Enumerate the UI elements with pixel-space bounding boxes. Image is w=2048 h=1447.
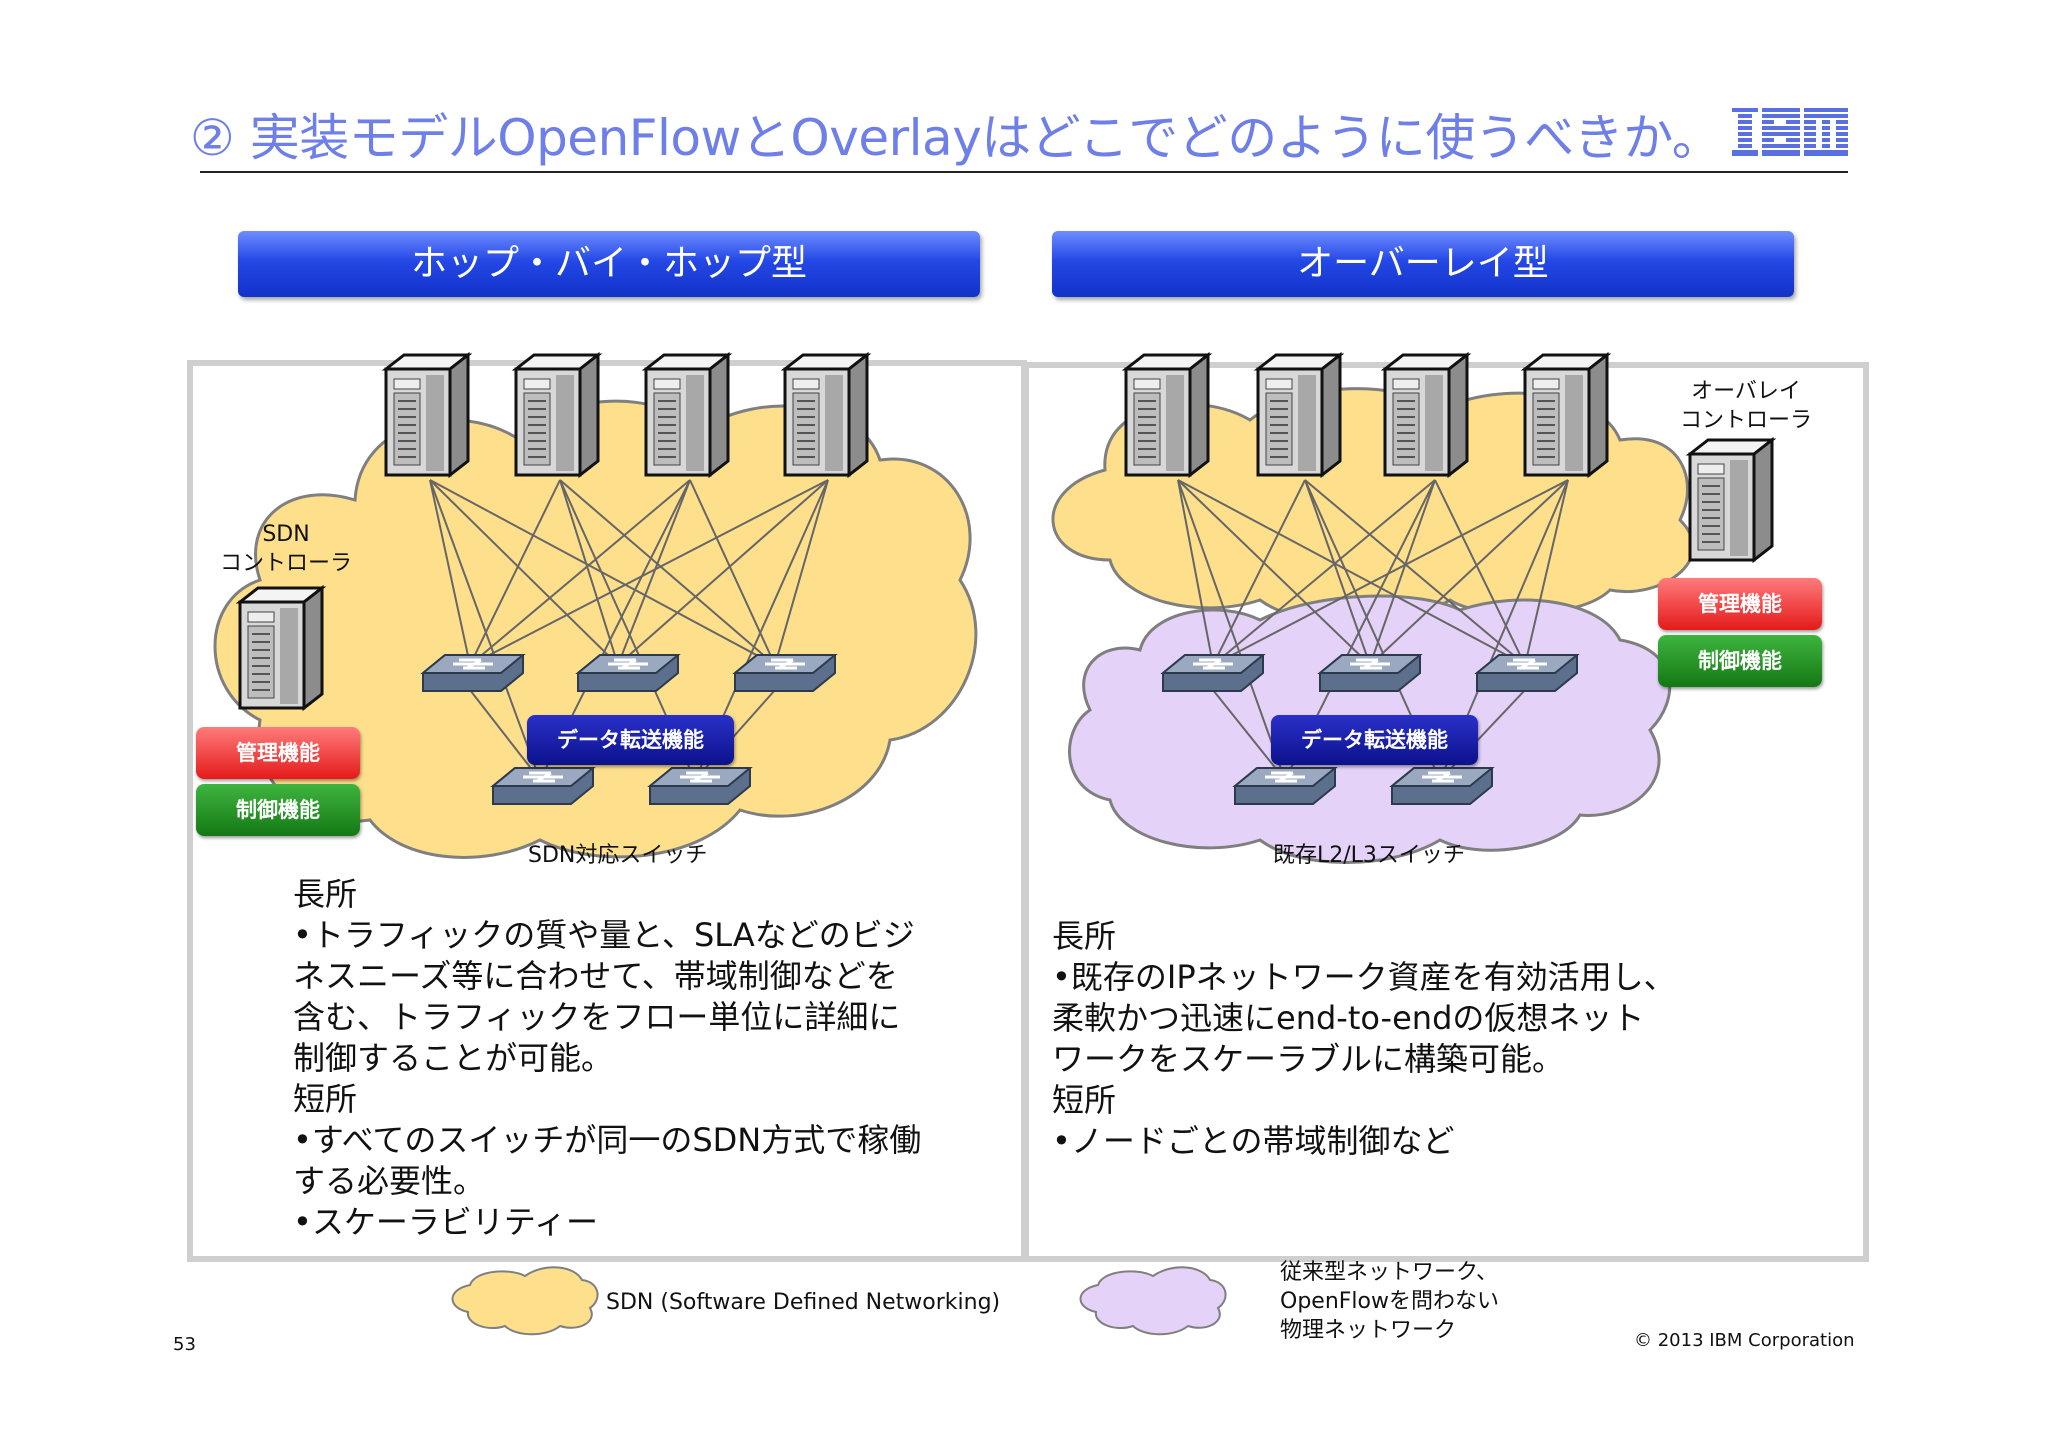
sdn-switch-label: SDN対応スイッチ: [528, 843, 708, 868]
overlay-controller-label: オーバレイ コントローラ: [1680, 379, 1813, 433]
hop-by-hop-header: ホップ・バイ・ホップ型: [238, 231, 980, 297]
hop-by-hop-description: 長所 •トラフィックの質や量と、SLAなどのビジ ネスニーズ等に合わせて、帯域制…: [293, 875, 922, 1241]
title-underline: [200, 171, 1848, 173]
ibm-logo: [1732, 108, 1848, 156]
left-data-transfer-function: データ転送機能: [527, 715, 734, 765]
left-control-function: 制御機能: [196, 784, 360, 836]
right-control-function: 制御機能: [1658, 635, 1822, 687]
left-mgmt-function: 管理機能: [196, 727, 360, 779]
legend-sdn-label: SDN (Software Defined Networking): [606, 1290, 1001, 1315]
sdn-controller-label: SDN コントローラ: [220, 522, 353, 576]
page-title: ② 実装モデルOpenFlowとOverlayはどこでどのように使うべきか。: [190, 109, 1722, 167]
legend-legacy-label: 従来型ネットワーク、 OpenFlowを問わない 物理ネットワーク: [1280, 1260, 1499, 1343]
right-mgmt-function: 管理機能: [1658, 578, 1822, 630]
overlay-header: オーバーレイ型: [1052, 231, 1794, 297]
overlay-description: 長所 •既存のIPネットワーク資産を有効活用し、 柔軟かつ迅速にend-to-e…: [1052, 917, 1676, 1160]
copyright: © 2013 IBM Corporation: [1634, 1330, 1855, 1351]
page-number: 53: [173, 1334, 196, 1355]
legacy-switch-label: 既存L2/L3スイッチ: [1273, 843, 1465, 868]
right-data-transfer-function: データ転送機能: [1271, 715, 1478, 765]
